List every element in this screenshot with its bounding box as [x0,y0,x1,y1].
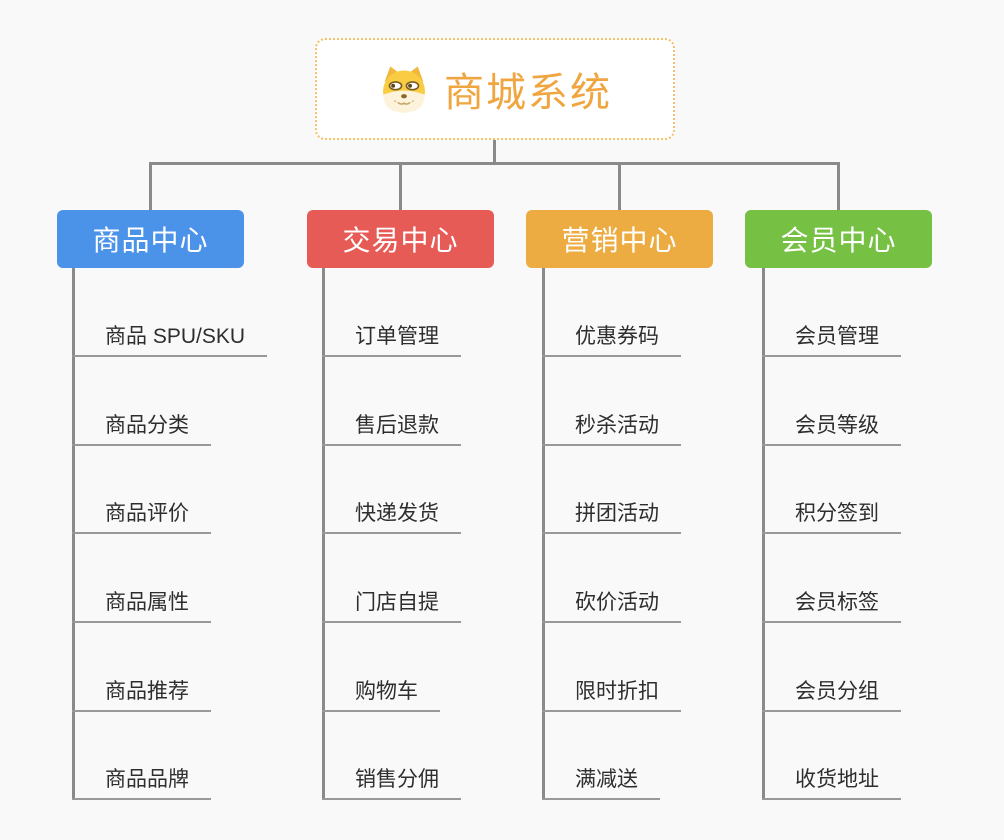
branch-trade-center[interactable]: 交易中心 [307,210,494,268]
leaf-node[interactable]: 商品属性 [72,585,211,623]
leaf-node[interactable]: 商品评价 [72,496,211,534]
leaf-node[interactable]: 满减送 [542,762,660,800]
connector-drop-product [149,162,152,210]
leaf-node[interactable]: 购物车 [322,674,440,712]
doge-icon [378,64,430,114]
connector-root-stem [493,140,496,165]
leaf-node[interactable]: 会员标签 [762,585,901,623]
leaf-node[interactable]: 快递发货 [322,496,461,534]
root-title: 商城系统 [444,71,612,115]
connector-drop-trade [399,162,402,210]
leaf-node[interactable]: 商品 SPU/SKU [72,319,268,357]
leaf-node[interactable]: 砍价活动 [542,585,681,623]
root-node[interactable]: 商城系统 [315,38,675,140]
branch-marketing-center[interactable]: 营销中心 [526,210,713,268]
branch-rail-trade [322,268,325,800]
leaf-node[interactable]: 商品分类 [72,408,211,446]
leaf-node[interactable]: 商品推荐 [72,674,211,712]
leaf-node[interactable]: 会员管理 [762,319,901,357]
branch-member-center[interactable]: 会员中心 [745,210,932,268]
leaf-node[interactable]: 秒杀活动 [542,408,681,446]
branch-rail-product [72,268,75,800]
leaf-node[interactable]: 订单管理 [322,319,461,357]
branch-rail-marketing [542,268,545,800]
connector-drop-member [837,162,840,210]
leaf-node[interactable]: 商品品牌 [72,762,211,800]
connector-horizontal-bar [149,162,840,165]
branch-rail-member [762,268,765,800]
leaf-node[interactable]: 拼团活动 [542,496,681,534]
leaf-node[interactable]: 优惠券码 [542,319,681,357]
leaf-node[interactable]: 积分签到 [762,496,901,534]
leaf-node[interactable]: 限时折扣 [542,674,681,712]
leaf-node[interactable]: 门店自提 [322,585,461,623]
leaf-node[interactable]: 会员分组 [762,674,901,712]
leaf-node[interactable]: 会员等级 [762,408,901,446]
connector-drop-marketing [618,162,621,210]
leaf-node[interactable]: 销售分佣 [322,762,461,800]
leaf-node[interactable]: 收货地址 [762,762,901,800]
leaf-node[interactable]: 售后退款 [322,408,461,446]
branch-product-center[interactable]: 商品中心 [57,210,244,268]
